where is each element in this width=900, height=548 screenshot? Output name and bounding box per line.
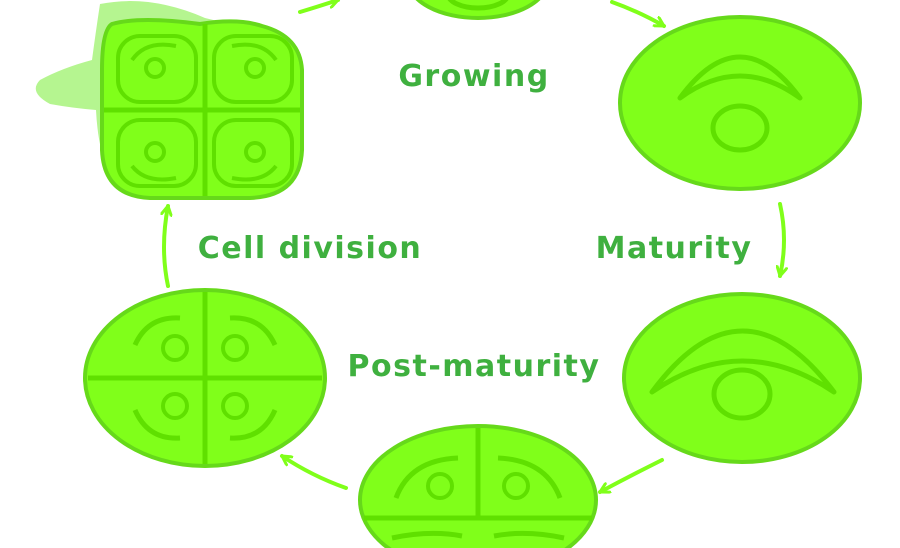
arrow-top-right [610, 0, 666, 28]
label-post-maturity: Post-maturity [348, 349, 601, 384]
releasing-cell [35, 1, 304, 200]
growing-cell [415, 0, 541, 20]
dividing-cell [358, 424, 598, 548]
post-maturity-cell [622, 292, 862, 464]
arrow-top-left [298, 0, 340, 14]
label-growing: Growing [398, 59, 549, 94]
arrow-right [780, 202, 784, 278]
label-cell-division: Cell division [198, 231, 423, 266]
arrow-bottom-left [280, 454, 348, 490]
label-maturity: Maturity [596, 231, 753, 266]
cycle-arrows [164, 0, 784, 494]
arrow-left [164, 204, 168, 288]
maturity-cell [618, 15, 862, 191]
arrow-bottom-right [598, 458, 664, 494]
quartered-cell [83, 288, 327, 468]
